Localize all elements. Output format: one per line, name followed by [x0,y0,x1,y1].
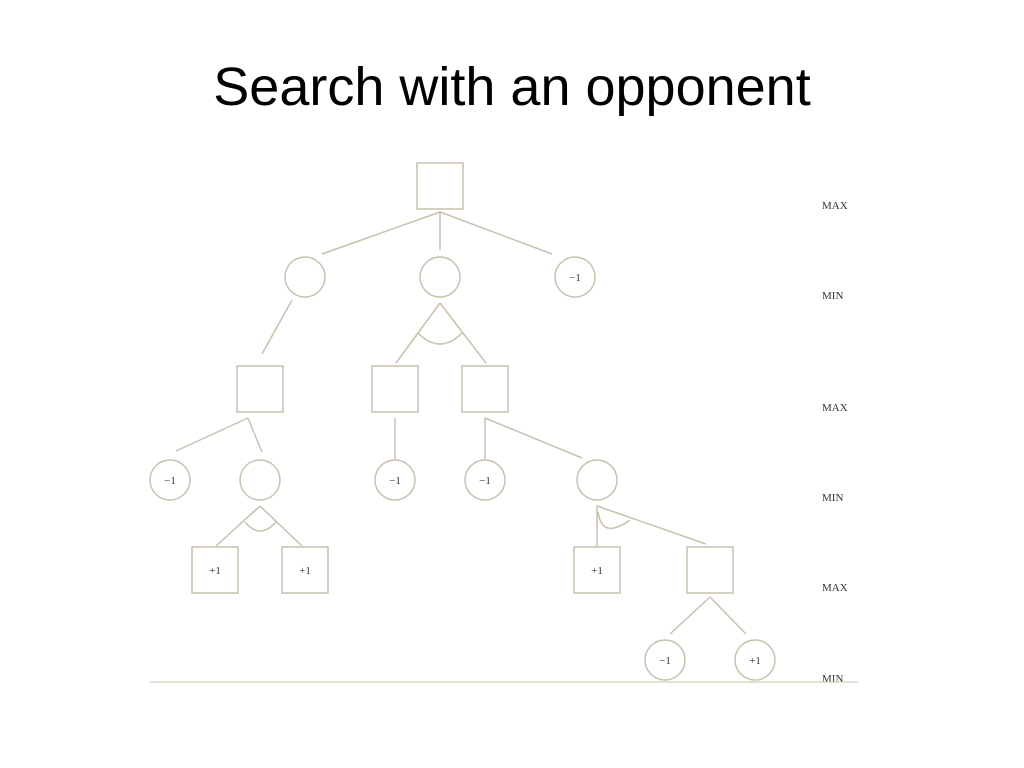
slide-title: Search with an opponent [213,57,811,117]
edge-n2-y2 [259,505,303,547]
circle-shape [374,459,416,501]
square-shape [686,546,734,594]
max-node-x1 [236,365,284,413]
min-node-n4: −1 [464,459,506,501]
and-arc-m2 [417,332,463,345]
nodes-layer: −1 −1 −1 −1 +1 +1 +1 −1 +1 [149,162,776,681]
min-node-m3: −1 [554,256,596,298]
node-value: +1 [209,565,221,577]
square-shape [461,365,509,413]
edges-layer [175,211,747,635]
max-node-y4 [686,546,734,594]
level-label-max: MAX [822,402,848,414]
and-arc-n2 [244,521,277,532]
and-arcs-layer [244,332,631,532]
circle-shape [734,639,776,681]
edge-n5-y4 [596,505,707,545]
square-shape [281,546,329,594]
max-node-y2: +1 [281,546,329,594]
edge-m1-x1 [261,299,293,355]
circle-shape [149,459,191,501]
edge-m2-x3 [439,302,487,364]
min-node-z1: −1 [644,639,686,681]
square-shape [236,365,284,413]
min-node-n2 [239,459,281,501]
node-value: +1 [749,655,761,667]
circle-shape [284,256,326,298]
min-node-n5 [576,459,618,501]
min-node-m1 [284,256,326,298]
node-value: −1 [164,475,176,487]
edge-root-m3 [439,211,553,255]
edge-x3-n5 [484,417,583,459]
square-shape [573,546,621,594]
edge-y4-z2 [709,596,747,635]
max-node-y1: +1 [191,546,239,594]
square-shape [416,162,464,210]
max-node-root [416,162,464,210]
node-value: −1 [479,475,491,487]
node-value: −1 [569,272,581,284]
circle-shape [554,256,596,298]
node-value: −1 [659,655,671,667]
max-node-x3 [461,365,509,413]
square-shape [371,365,419,413]
min-node-n1: −1 [149,459,191,501]
edge-y4-z1 [669,596,711,635]
level-label-min: MIN [822,673,843,685]
max-node-y3: +1 [573,546,621,594]
node-value: +1 [299,565,311,577]
and-arc-n5 [597,511,631,529]
edge-x1-n1 [175,417,249,452]
level-label-max: MAX [822,582,848,594]
level-label-min: MIN [822,290,843,302]
circle-shape [576,459,618,501]
min-node-z2: +1 [734,639,776,681]
circle-shape [464,459,506,501]
edge-root-m1 [321,211,441,255]
edge-n2-y1 [215,505,261,547]
node-value: −1 [389,475,401,487]
level-label-min: MIN [822,492,843,504]
min-node-m2 [419,256,461,298]
level-label-max: MAX [822,200,848,212]
node-value: +1 [591,565,603,577]
circle-shape [239,459,281,501]
circle-shape [644,639,686,681]
edge-x1-n2 [247,417,263,453]
square-shape [191,546,239,594]
max-node-x2 [371,365,419,413]
circle-shape [419,256,461,298]
level-labels: MAX MIN MAX MIN MAX MIN [822,200,848,685]
min-node-n3: −1 [374,459,416,501]
